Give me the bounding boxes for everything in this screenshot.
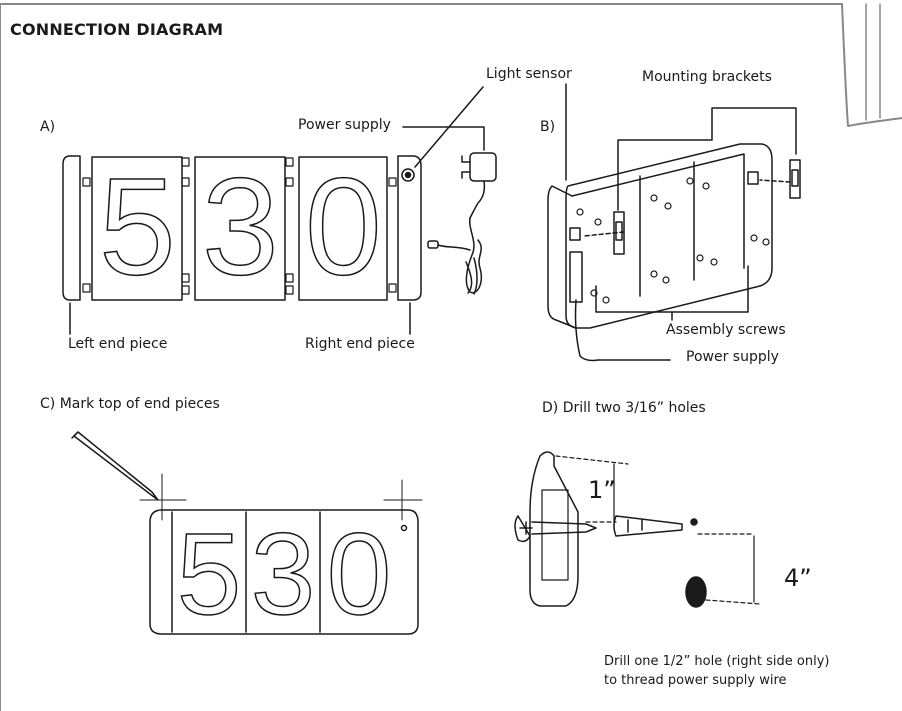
left-end-piece (62, 155, 81, 301)
leader-assembly-screws (595, 265, 749, 321)
panel-a-digit-frame-3 (298, 156, 388, 301)
label-right-end-piece: Right end piece (305, 336, 415, 352)
drill-note-line-1: Drill one 1/2” hole (right side only) (604, 654, 830, 669)
page-curl (841, 3, 902, 127)
panel-a-letter: A) (40, 119, 56, 135)
light-sensor-dome (401, 168, 415, 182)
panel-a-scoreboard (62, 155, 422, 301)
panel-a-digit-1: 5 (98, 150, 176, 304)
panel-a-digit-2: 3 (201, 150, 279, 304)
drill-note-line-2: to thread power supply wire (604, 673, 787, 688)
label-assembly-screws: Assembly screws (666, 322, 786, 338)
panel-a-digit-frame-1 (91, 156, 183, 301)
power-adapter-a (427, 152, 497, 295)
right-end-piece (397, 155, 422, 301)
label-left-end-piece: Left end piece (68, 336, 168, 352)
panel-c-digit-1: 5 (176, 509, 242, 639)
light-sensor-dot (404, 171, 412, 179)
label-light-sensor: Light sensor (486, 66, 572, 82)
panel-c-front-view (71, 431, 423, 635)
label-mounting-brackets: Mounting brackets (642, 69, 772, 85)
panel-c-caption: C) Mark top of end pieces (40, 396, 220, 412)
drill-note: Drill one 1/2” hole (right side only) to… (604, 652, 829, 690)
panel-a-digit-3: 0 (304, 150, 382, 304)
dimension-1-inch: 1” (588, 476, 616, 504)
panel-b-letter: B) (540, 119, 556, 135)
panel-d-hardware (514, 451, 761, 608)
label-power-supply-b: Power supply (686, 349, 779, 365)
panel-b-back-view (547, 143, 801, 362)
page-border (0, 3, 843, 711)
dimension-4-inch: 4” (784, 564, 812, 592)
panel-a-digit-frame-2 (194, 156, 286, 301)
label-power-supply-a: Power supply (298, 117, 391, 133)
leader-mounting-brackets (617, 107, 797, 211)
panel-c-digit-3: 0 (326, 509, 392, 639)
leader-power-supply-a (402, 126, 485, 151)
panel-d-caption: D) Drill two 3/16” holes (542, 400, 706, 416)
page-title: CONNECTION DIAGRAM (10, 20, 224, 39)
panel-c-digit-2: 3 (250, 509, 316, 639)
page-curl-lines (865, 3, 881, 121)
